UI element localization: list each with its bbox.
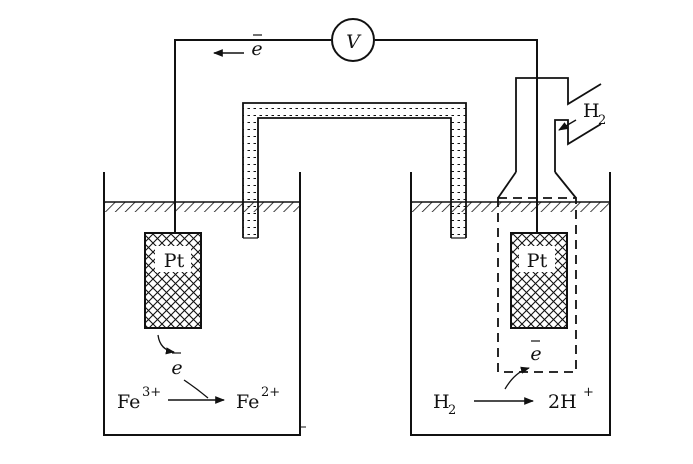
- right-reactant: H: [433, 391, 450, 413]
- right-electrode-label-bg: [519, 246, 555, 272]
- gas-bell-outline: [497, 197, 577, 373]
- hydrogen-inlet-label: H 2: [558, 100, 606, 131]
- salt-bridge: [242, 102, 467, 239]
- right-product: 2H: [548, 391, 577, 413]
- right-product-charge: +: [583, 385, 594, 400]
- left-electrode-plate: [144, 232, 202, 329]
- electron-flow-top: e: [213, 34, 263, 60]
- voltmeter: V: [331, 18, 375, 62]
- right-electron-label: e: [530, 343, 541, 365]
- right-liquid-surface: [411, 202, 610, 212]
- voltmeter-circle: [331, 18, 375, 62]
- right-electron-arrow: [504, 366, 530, 390]
- left-reaction: Fe 3+ Fe 2+: [117, 385, 280, 413]
- voltmeter-label: V: [346, 31, 362, 53]
- hydrogen-inlet-tube: [497, 77, 602, 199]
- left-liquid-surface: [104, 202, 300, 212]
- left-electrode: Pt: [144, 232, 202, 329]
- right-reactant-sub: 2: [448, 403, 456, 418]
- electron-label-top: e: [251, 38, 262, 60]
- left-reactant: Fe: [117, 391, 140, 413]
- right-electron-transfer: e: [504, 340, 542, 390]
- left-beaker-wall: [103, 172, 301, 436]
- right-reaction: H 2 2H +: [433, 385, 594, 418]
- gas-inlet-arrow: [558, 119, 577, 131]
- left-electron-arrow: [157, 334, 175, 355]
- left-electron-label: e: [171, 357, 182, 379]
- left-electrode-label-bg: [155, 246, 191, 272]
- right-beaker-wall: [410, 172, 611, 436]
- circuit-wire-right: [375, 39, 538, 234]
- left-product-charge: 2+: [261, 385, 280, 400]
- circuit-wire: [174, 39, 331, 234]
- left-beaker: [103, 172, 301, 436]
- left-electrode-label: Pt: [164, 250, 185, 272]
- left-reactant-charge: 3+: [142, 385, 161, 400]
- left-product: Fe: [236, 391, 259, 413]
- left-electron-transfer: e: [157, 334, 209, 399]
- gas-inlet-base: H: [583, 100, 600, 122]
- gas-inlet-sub: 2: [598, 113, 606, 128]
- right-electrode-label: Pt: [527, 250, 548, 272]
- right-electrode: Pt: [510, 232, 568, 329]
